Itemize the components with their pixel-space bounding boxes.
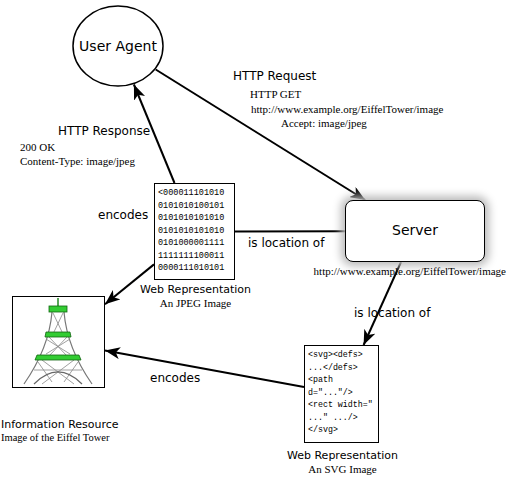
tower-arch xyxy=(34,372,82,384)
node-subtitle: Image of the Eiffel Tower xyxy=(1,432,110,443)
edge-label: is location of xyxy=(248,236,324,250)
node-title: Server xyxy=(346,201,484,260)
ellipse-shape xyxy=(73,6,163,86)
user-agent-ellipse: User Agent xyxy=(72,5,164,87)
request-response-detail: Content-Type: image/jpeg xyxy=(20,155,135,167)
request-response-detail: http://www.example.org/EiffelTower/image xyxy=(251,103,443,115)
request-response-detail: 200 OK xyxy=(20,141,55,153)
node-subtitle: An JPEG Image xyxy=(120,297,271,309)
edge-label: is location of xyxy=(354,306,430,320)
request-response-detail: HTTP GET xyxy=(250,88,301,100)
server-url: http://www.example.org/EiffelTower/image xyxy=(314,265,506,277)
relation-arrow xyxy=(105,351,304,388)
tower-band xyxy=(35,355,81,360)
edge-label: encodes xyxy=(98,208,148,222)
svg-representation-box: <svg><defs> ...</defs> <path d="..."/> <… xyxy=(304,345,379,443)
node-title: Web Representation xyxy=(120,283,271,296)
node-title: User Agent xyxy=(72,5,164,87)
binary-code: <000011101010 0101010100101 010101010101… xyxy=(158,187,229,275)
jpeg-representation-box: <000011101010 0101010100101 010101010101… xyxy=(154,183,235,280)
information-resource-box: Information ResourceImage of the Eiffel … xyxy=(12,296,105,388)
tower-leg xyxy=(24,312,52,384)
node-title: Information Resource xyxy=(1,418,119,431)
relation-arrow xyxy=(156,70,366,201)
server-box: Serverhttp://www.example.org/EiffelTower… xyxy=(345,200,485,262)
tower-cap xyxy=(49,306,67,312)
relation-arrow xyxy=(235,230,345,232)
svg-code: <svg><defs> ...</defs> <path d="..."/> <… xyxy=(308,349,378,437)
tower-lattice xyxy=(46,313,70,356)
tower-lattice xyxy=(34,360,82,384)
tower-band xyxy=(45,332,71,337)
edge-label: HTTP Response xyxy=(58,124,150,138)
eiffel-tower-illustration xyxy=(12,296,105,388)
node-subtitle: An SVG Image xyxy=(267,463,418,475)
edge-label: HTTP Request xyxy=(233,69,316,83)
node-title: Web Representation xyxy=(267,449,418,462)
tower-leg xyxy=(64,312,92,384)
request-response-detail: Accept: image/jpeg xyxy=(281,117,367,129)
edge-label: encodes xyxy=(150,371,200,385)
